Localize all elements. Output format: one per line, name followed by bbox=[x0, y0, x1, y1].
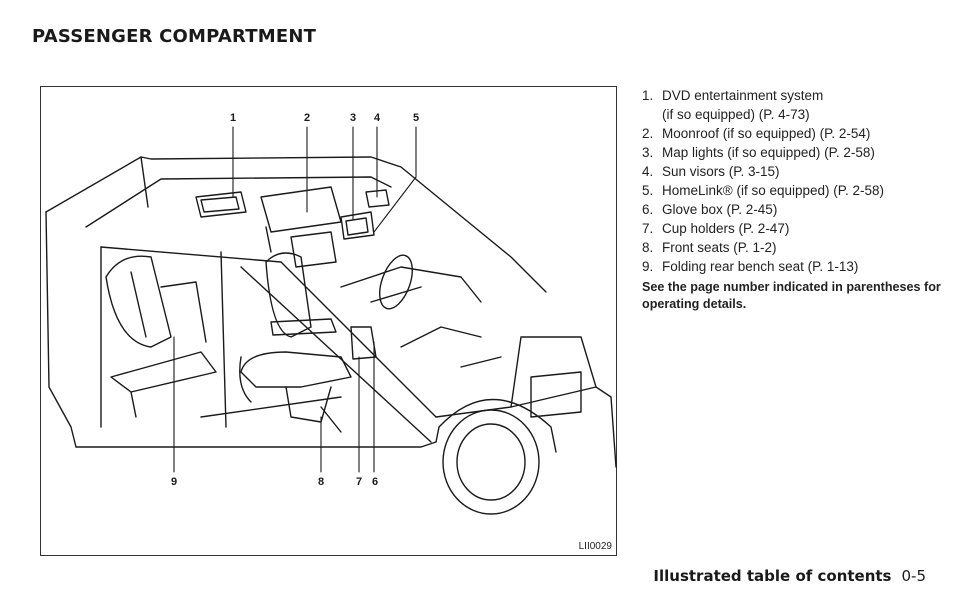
legend-number: 1. bbox=[642, 88, 654, 103]
legend-number: 7. bbox=[642, 221, 654, 236]
legend-item: 3. Map lights (if so equipped) (P. 2-58) bbox=[642, 143, 942, 162]
legend-number: 8. bbox=[642, 240, 654, 255]
legend-item: 5. HomeLink® (if so equipped) (P. 2-58) bbox=[642, 181, 942, 200]
legend-item: 9. Folding rear bench seat (P. 1-13) bbox=[642, 257, 942, 276]
callout-4: 4 bbox=[374, 112, 381, 124]
callout-3: 3 bbox=[350, 112, 356, 124]
legend-text: Sun visors (P. 3-15) bbox=[662, 164, 780, 179]
legend-number: 3. bbox=[642, 145, 654, 160]
legend-number: 4. bbox=[642, 164, 654, 179]
legend-item: 8. Front seats (P. 1-2) bbox=[642, 238, 942, 257]
legend-text: Front seats (P. 1-2) bbox=[662, 240, 777, 255]
legend-note: See the page number indicated in parenth… bbox=[642, 280, 941, 311]
legend-text: HomeLink® (if so equipped) (P. 2-58) bbox=[662, 183, 885, 198]
legend-item: 6. Glove box (P. 2-45) bbox=[642, 200, 942, 219]
legend-item-continuation: (if so equipped) (P. 4-73) bbox=[642, 105, 942, 124]
legend-number: 9. bbox=[642, 259, 654, 274]
callout-6: 6 bbox=[372, 476, 378, 488]
legend-text: Map lights (if so equipped) (P. 2-58) bbox=[662, 145, 875, 160]
vehicle-interior-illustration: 1 2 3 4 5 6 7 8 9 LII0029 bbox=[40, 86, 617, 556]
legend-item: 7. Cup holders (P. 2-47) bbox=[642, 219, 942, 238]
callout-7: 7 bbox=[356, 476, 362, 488]
legend-item: 1. DVD entertainment system bbox=[642, 86, 942, 105]
legend-text: Moonroof (if so equipped) (P. 2-54) bbox=[662, 126, 871, 141]
footer-section-title: Illustrated table of contents bbox=[653, 567, 892, 585]
legend-text: (if so equipped) (P. 4-73) bbox=[662, 107, 810, 122]
legend-text: Glove box (P. 2-45) bbox=[662, 202, 778, 217]
truck-cutaway-drawing: 1 2 3 4 5 6 7 8 9 bbox=[45, 112, 617, 515]
figure-code: LII0029 bbox=[578, 541, 612, 552]
callout-9: 9 bbox=[171, 476, 177, 488]
callout-1: 1 bbox=[230, 112, 236, 124]
legend-text: Cup holders (P. 2-47) bbox=[662, 221, 790, 236]
legend-text: Folding rear bench seat (P. 1-13) bbox=[662, 259, 859, 274]
legend-text: DVD entertainment system bbox=[662, 88, 824, 103]
legend-number: 6. bbox=[642, 202, 654, 217]
page-footer: Illustrated table of contents 0-5 bbox=[653, 567, 926, 585]
legend-number: 5. bbox=[642, 183, 654, 198]
legend-number: 2. bbox=[642, 126, 654, 141]
callout-2: 2 bbox=[304, 112, 310, 124]
legend-item: 4. Sun visors (P. 3-15) bbox=[642, 162, 942, 181]
page-title: PASSENGER COMPARTMENT bbox=[32, 26, 317, 47]
callout-5: 5 bbox=[413, 112, 419, 124]
legend-list: 1. DVD entertainment system (if so equip… bbox=[642, 86, 942, 313]
page-number: 0-5 bbox=[901, 567, 927, 585]
legend-item: 2. Moonroof (if so equipped) (P. 2-54) bbox=[642, 124, 942, 143]
callout-8: 8 bbox=[318, 476, 324, 488]
